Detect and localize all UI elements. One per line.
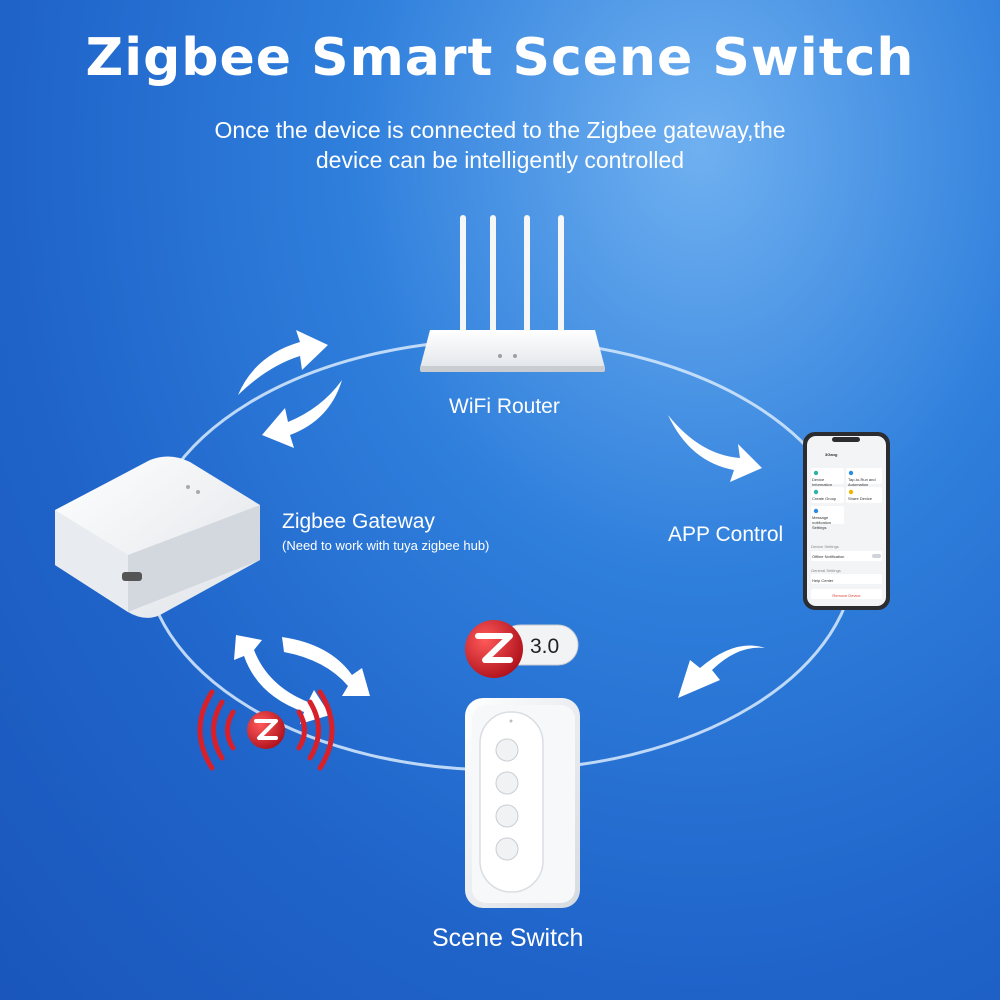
phone-section-device: Device Settings xyxy=(811,544,839,549)
subtitle: Once the device is connected to the Zigb… xyxy=(100,115,900,175)
phone-menu-item-1: Device Information xyxy=(812,477,833,487)
arrow-app-to-switch xyxy=(678,645,765,698)
subtitle-line-1: Once the device is connected to the Zigb… xyxy=(214,117,786,143)
phone-menu-item-4: Share Device xyxy=(848,496,873,501)
phone-device-name: 3Gang xyxy=(825,452,838,457)
gateway-image xyxy=(55,456,260,618)
subtitle-line-2: device can be intelligently controlled xyxy=(315,147,685,173)
zigbee-badge xyxy=(465,620,579,678)
scene-switch-image xyxy=(465,698,580,908)
phone-image xyxy=(803,432,890,610)
zigbee-logo-icon xyxy=(247,711,285,749)
arrow-router-to-app xyxy=(668,415,762,482)
arrow-gateway-switch-double xyxy=(234,635,370,724)
phone-menu-item-5: Message notification Settings xyxy=(812,515,832,530)
phone-remove-label: Remove Device xyxy=(832,593,861,598)
page-title: Zigbee Smart Scene Switch xyxy=(85,28,915,88)
phone-menu-item-3: Create Group xyxy=(812,496,837,501)
zigbee-signal-icon xyxy=(197,689,335,771)
phone-section-general: General Settings xyxy=(811,568,841,573)
arrow-gateway-to-router xyxy=(262,380,342,448)
gateway-label: Zigbee Gateway xyxy=(282,510,435,533)
phone-menu-item-2: Tap-to-Run and Automation xyxy=(848,477,876,487)
zigbee-version-text: 3.0 xyxy=(530,635,560,658)
phone-help-label: Help Center xyxy=(812,578,834,583)
router-label: WiFi Router xyxy=(449,395,560,418)
router-image xyxy=(420,215,605,372)
app-control-label: APP Control xyxy=(668,523,784,546)
gateway-note: (Need to work with tuya zigbee hub) xyxy=(282,538,490,553)
scene-switch-label: Scene Switch xyxy=(432,924,584,952)
phone-offline-label: Offline Notification xyxy=(812,554,845,559)
arrow-router-to-gateway xyxy=(238,330,328,395)
